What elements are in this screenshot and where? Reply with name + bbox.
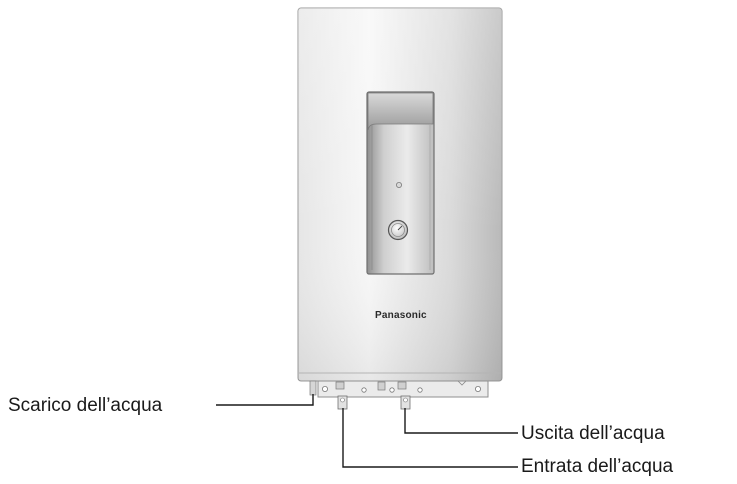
outlet-label: Uscita dell’acqua	[521, 423, 665, 444]
inlet-label: Entrata dell’acqua	[521, 456, 674, 477]
pressure-gauge-icon	[387, 219, 409, 241]
indicator-lamp-icon	[395, 181, 402, 188]
drain-label: Scarico dell’acqua	[8, 395, 163, 416]
inlet-leader-line	[342, 408, 518, 468]
inlet-pipe	[337, 395, 348, 410]
brand-logo: Panasonic	[375, 310, 427, 321]
outlet-pipe	[400, 395, 411, 410]
connection-plate	[309, 380, 489, 398]
drain-leader-line	[216, 394, 314, 406]
leader-lines	[216, 394, 518, 468]
outlet-leader-line	[404, 408, 518, 434]
